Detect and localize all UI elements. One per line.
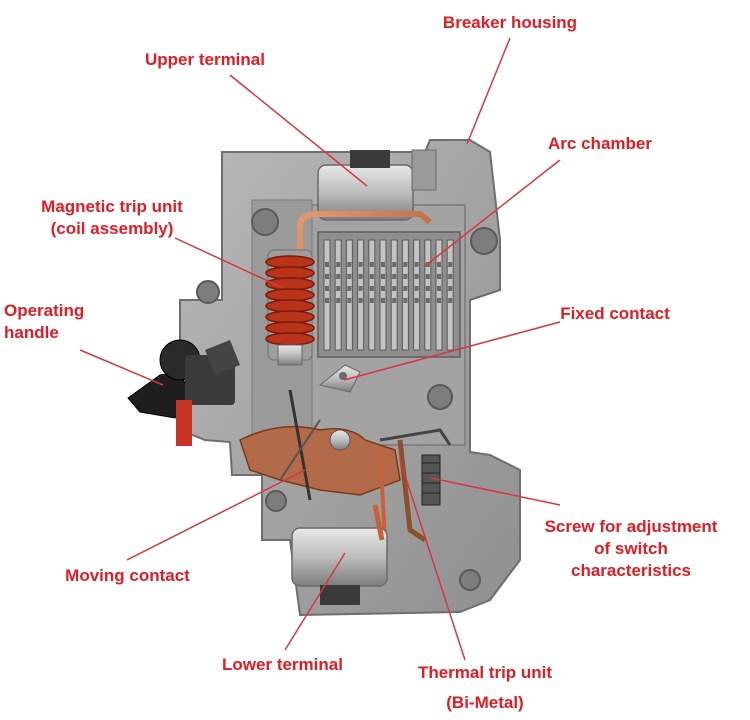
arc-plate-slot [336, 298, 341, 303]
arc-plate-slot [325, 274, 329, 279]
arc-chamber [317, 231, 461, 358]
arc-splitter-plate [424, 239, 432, 351]
arc-plate-slot [425, 298, 430, 303]
arc-plate-slot [414, 298, 419, 303]
arc-plate-slot [381, 298, 385, 303]
arc-plate-slot [414, 274, 419, 279]
arc-plate-slot [403, 262, 408, 267]
arc-plate-slot [381, 286, 385, 291]
arc-splitter-plate [345, 239, 353, 351]
arc-splitter-plate [379, 239, 387, 351]
leader-screw [430, 477, 561, 506]
arc-splitter-plate [390, 239, 398, 351]
arc-plate-slot [392, 274, 397, 279]
leader-operating-handle [79, 349, 164, 386]
arc-plate-slot [414, 286, 419, 291]
arc-plate-slot [381, 274, 385, 279]
label-upper-terminal: Upper terminal [145, 50, 265, 69]
arc-plate-slot [336, 286, 341, 291]
arc-plate-slot [369, 298, 374, 303]
arc-plate-slot [347, 262, 352, 267]
arc-plate-slot [369, 286, 374, 291]
coil-winding [265, 321, 315, 335]
arc-plate-slot [347, 274, 352, 279]
arc-plate-slot [347, 298, 352, 303]
magnetic-trip-coil [265, 249, 315, 366]
leader-breaker-housing [466, 37, 511, 145]
leader-moving-contact [126, 469, 306, 561]
arc-plate-slot [403, 298, 408, 303]
arc-plate-slot [325, 262, 329, 267]
arc-plate-slot [358, 274, 363, 279]
arc-plate-slot [403, 286, 408, 291]
arc-splitter-plate [435, 239, 443, 351]
coil-winding [265, 266, 315, 280]
fixed-contact [318, 364, 361, 393]
label-magnetic-trip-unit: Magnetic trip unit (coil assembly) [41, 197, 183, 238]
arc-splitter-plate [357, 239, 365, 351]
lower-terminal [291, 504, 388, 605]
arc-plate-slot [392, 286, 397, 291]
coil-winding [265, 288, 315, 302]
arc-plate-slot [437, 298, 441, 303]
arc-plate-slot [425, 274, 430, 279]
arc-plate-slot [448, 286, 453, 291]
arc-plate-slot [369, 262, 374, 267]
trip-mechanism [239, 389, 452, 501]
label-arc-chamber: Arc chamber [548, 134, 652, 153]
label-breaker-housing: Breaker housing [442, 13, 578, 32]
arc-plate-slot [381, 262, 385, 267]
arc-plate-slot [325, 286, 329, 291]
leader-lines [79, 37, 561, 661]
label-moving-contact: Moving contact [65, 566, 190, 585]
arc-splitter-plate [334, 239, 342, 351]
arc-plate-slot [414, 262, 419, 267]
arc-plate-slot [437, 262, 441, 267]
coil-winding [265, 255, 315, 269]
arc-plate-slot [347, 286, 352, 291]
arc-splitter-plate [368, 239, 376, 351]
arc-plate-slot [437, 286, 441, 291]
leader-arc-chamber [424, 159, 561, 267]
arc-plate-slot [392, 262, 397, 267]
label-lower-terminal: Lower terminal [222, 655, 343, 674]
arc-plate-slot [369, 274, 374, 279]
arc-plate-slot [448, 298, 453, 303]
arc-plate-slot [358, 262, 363, 267]
arc-plate-slot [425, 286, 430, 291]
arc-plate-slot [325, 298, 329, 303]
upper-terminal [317, 149, 437, 221]
arc-plate-slot [448, 262, 453, 267]
label-operating-handle: Operating handle [4, 301, 85, 342]
label-thermal-trip-unit: Thermal trip unit (Bi-Metal) [417, 663, 553, 712]
leader-thermal [399, 459, 466, 661]
operating-handle [127, 339, 240, 446]
label-screw-adjustment: Screw for adjustment of switch character… [544, 517, 718, 580]
arc-splitter-plate [413, 239, 421, 351]
arc-splitter-plate [401, 239, 409, 351]
arc-plate-slot [437, 274, 441, 279]
adjustment-screw [421, 454, 441, 506]
arc-splitter-plate [446, 239, 454, 351]
arc-plate-slot [336, 262, 341, 267]
arc-plate-slot [403, 274, 408, 279]
arc-plate-slot [358, 286, 363, 291]
arc-plate-slot [336, 274, 341, 279]
leader-magnetic-trip [174, 237, 284, 289]
leader-upper-terminal [229, 74, 368, 187]
leader-lower-terminal [284, 552, 346, 651]
leader-fixed-contact [343, 321, 561, 381]
coil-winding [265, 299, 315, 313]
label-fixed-contact: Fixed contact [560, 304, 670, 323]
arc-plate-slot [448, 274, 453, 279]
arc-plate-slot [358, 298, 363, 303]
coil-winding [265, 332, 315, 346]
coil-winding [265, 310, 315, 324]
arc-plate-slot [392, 298, 397, 303]
arc-splitter-plate [323, 239, 331, 351]
